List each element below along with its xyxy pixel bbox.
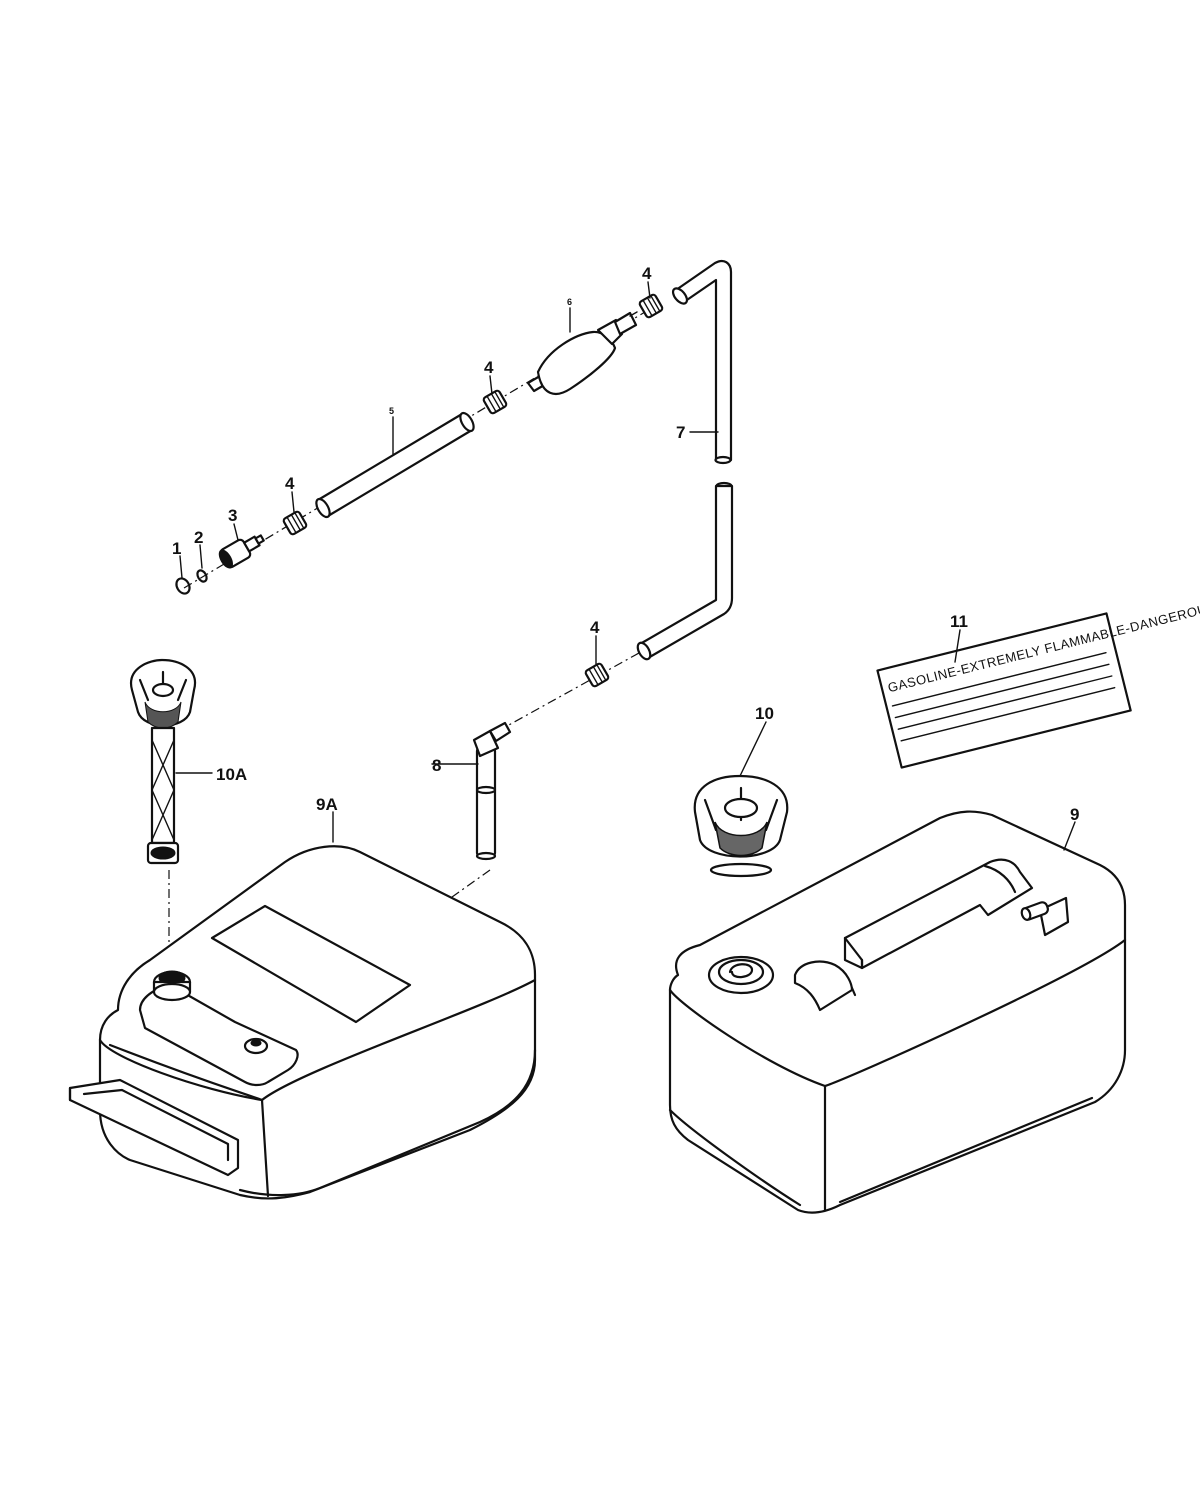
part-4-hose-clamp-d	[584, 662, 610, 688]
part-9a-fuel-tank	[68, 845, 537, 1200]
callout-4a: 4	[285, 474, 295, 493]
callout-5: 5	[389, 406, 394, 416]
part-4-hose-clamp-c	[638, 293, 664, 319]
callout-6: 6	[567, 297, 572, 307]
callout-2: 2	[194, 528, 203, 547]
part-1-o-ring	[175, 577, 191, 595]
callout-11: 11	[950, 612, 968, 631]
callout-7: 7	[676, 423, 685, 442]
callout-10a: 10A	[216, 765, 247, 784]
part-6-primer-bulb	[526, 311, 638, 396]
part-10a-fuel-gauge-cap	[129, 658, 197, 865]
part-8-elbow-fitting	[472, 721, 512, 861]
part-4-hose-clamp-a	[282, 510, 308, 536]
callout-4b: 4	[484, 358, 494, 377]
callout-9: 9	[1070, 805, 1079, 824]
callout-9a: 9A	[316, 795, 338, 814]
part-2-washer	[196, 569, 208, 583]
part-9-fuel-tank	[668, 810, 1127, 1214]
part-5-fuel-hose	[315, 411, 475, 519]
part-7-fuel-hose-bent	[636, 259, 734, 661]
part-4-hose-clamp-b	[482, 389, 508, 415]
callout-10: 10	[755, 704, 774, 723]
part-3-connector	[218, 534, 265, 569]
part-11-warning-label: GASOLINE-EXTREMELY FLAMMABLE-DANGEROUS	[876, 599, 1200, 769]
callout-4c: 4	[642, 264, 652, 283]
callout-8: 8	[432, 756, 441, 775]
callout-3: 3	[228, 506, 237, 525]
leader-lines	[175, 281, 1076, 851]
callout-1: 1	[172, 539, 181, 558]
callout-4d: 4	[590, 618, 600, 637]
part-10-fuel-gauge-cap	[693, 774, 789, 878]
callout-labels: 1 2 3 4 4 4 4 5 6 7 8 9 9A 10 10A 11	[172, 264, 1079, 824]
